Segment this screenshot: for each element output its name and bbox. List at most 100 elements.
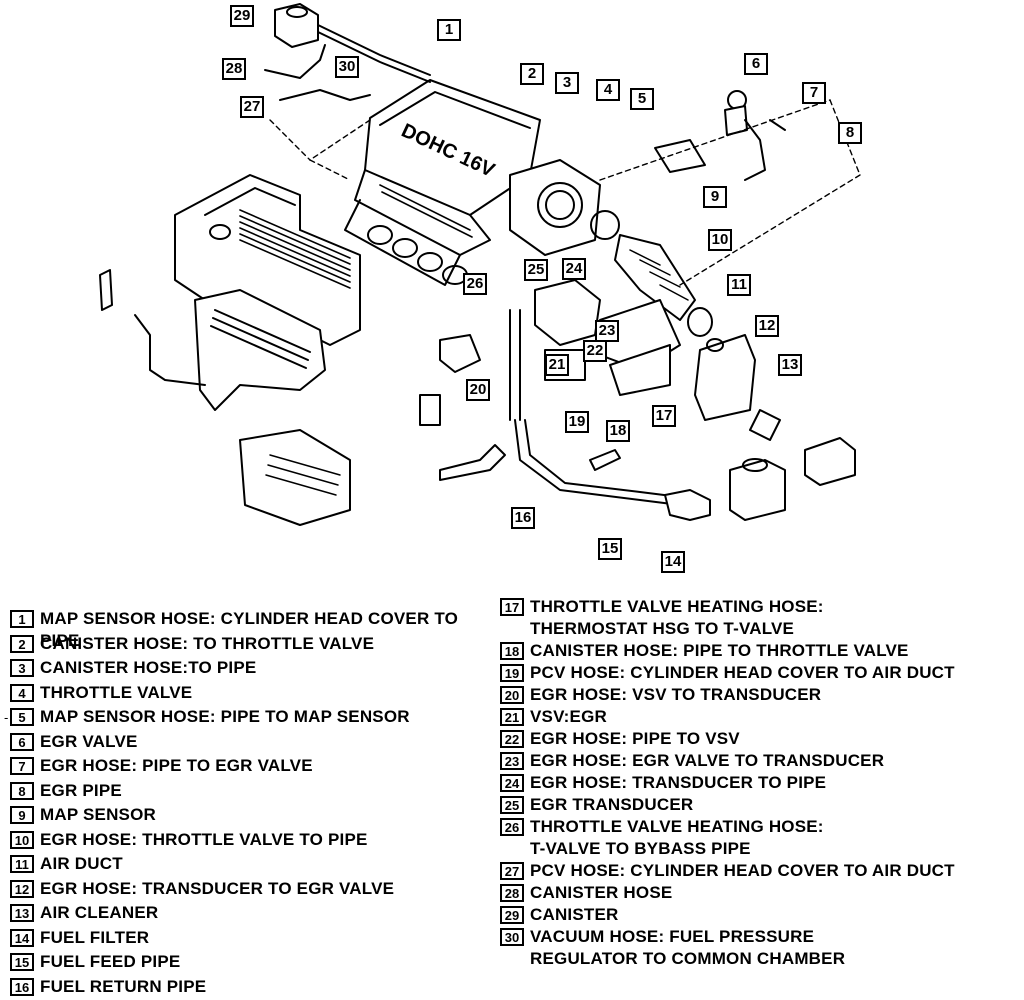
- legend-item: 17 THROTTLE VALVE HEATING HOSE: THERMOSTA…: [500, 596, 1020, 640]
- legend-number-box: 3: [10, 659, 34, 677]
- legend-item: 24 EGR HOSE: TRANSDUCER TO PIPE: [500, 772, 1020, 794]
- callout-15: 15: [598, 538, 622, 560]
- legend-text: AIR DUCT: [40, 853, 123, 875]
- callout-28: 28: [222, 58, 246, 80]
- callout-6: 6: [744, 53, 768, 75]
- legend-item: 8 EGR PIPE: [10, 780, 500, 805]
- legend-number-box: 23: [500, 752, 524, 770]
- callout-13: 13: [778, 354, 802, 376]
- legend-text: VSV:EGR: [530, 706, 607, 728]
- canister-hose: [265, 45, 325, 78]
- legend-number-box: 12: [10, 880, 34, 898]
- legend-text: CANISTER HOSE:TO PIPE: [40, 657, 256, 679]
- egr-valve-part: [725, 91, 785, 180]
- legend-number-box: 6: [10, 733, 34, 751]
- legend-text: CANISTER HOSE: [530, 882, 672, 904]
- legend-item: 19 PCV HOSE: CYLINDER HEAD COVER TO AIR D…: [500, 662, 1020, 684]
- legend-number-box: 29: [500, 906, 524, 924]
- callout-30: 30: [335, 56, 359, 78]
- callout-17: 17: [652, 405, 676, 427]
- legend-text: EGR TRANSDUCER: [530, 794, 693, 816]
- legend-text: PCV HOSE: CYLINDER HEAD COVER TO AIR DUC…: [530, 860, 955, 882]
- legend-text: CANISTER HOSE: TO THROTTLE VALVE: [40, 633, 374, 655]
- legend-number-box: 15: [10, 953, 34, 971]
- legend-text: EGR HOSE: TRANSDUCER TO PIPE: [530, 772, 826, 794]
- legend-item: 10 EGR HOSE: THROTTLE VALVE TO PIPE: [10, 829, 500, 854]
- legend-item: 22 EGR HOSE: PIPE TO VSV: [500, 728, 1020, 750]
- legend-text: EGR HOSE: THROTTLE VALVE TO PIPE: [40, 829, 368, 851]
- legend-number-box: 11: [10, 855, 34, 873]
- legend-number-box: 5: [10, 708, 34, 726]
- callout-21: 21: [545, 354, 569, 376]
- legend-number-box: 26: [500, 818, 524, 836]
- legend-number-box: 24: [500, 774, 524, 792]
- legend-number-box: 1: [10, 610, 34, 628]
- legend-item: 21 VSV:EGR: [500, 706, 1020, 728]
- callout-11: 11: [727, 274, 751, 296]
- legend-item: 29 CANISTER: [500, 904, 1020, 926]
- legend-number-box: 25: [500, 796, 524, 814]
- legend-item: 16 FUEL RETURN PIPE: [10, 976, 500, 1000]
- legend-text: CANISTER HOSE: PIPE TO THROTTLE VALVE: [530, 640, 909, 662]
- legend-text: FUEL RETURN PIPE: [40, 976, 206, 998]
- legend-number-box: 14: [10, 929, 34, 947]
- legend-number-box: 19: [500, 664, 524, 682]
- air-cleaner: [695, 335, 755, 420]
- callout-24: 24: [562, 258, 586, 280]
- legend-text: EGR HOSE: VSV TO TRANSDUCER: [530, 684, 821, 706]
- legend-text: EGR PIPE: [40, 780, 122, 802]
- callout-23: 23: [595, 320, 619, 342]
- stray-mark: -: [4, 710, 8, 725]
- legend-text: THROTTLE VALVE HEATING HOSE: THERMOSTAT …: [530, 596, 824, 640]
- legend-number-box: 30: [500, 928, 524, 946]
- throttle-body: [510, 160, 619, 255]
- callout-18: 18: [606, 420, 630, 442]
- legend-item: 4 THROTTLE VALVE: [10, 682, 500, 707]
- legend-text: EGR HOSE: PIPE TO VSV: [530, 728, 740, 750]
- callout-29: 29: [230, 5, 254, 27]
- legend-text: PCV HOSE: CYLINDER HEAD COVER TO AIR DUC…: [530, 662, 955, 684]
- callout-19: 19: [565, 411, 589, 433]
- legend-number-box: 10: [10, 831, 34, 849]
- legend-number-box: 21: [500, 708, 524, 726]
- legend-item: 7 EGR HOSE: PIPE TO EGR VALVE: [10, 755, 500, 780]
- legend-text: EGR HOSE: PIPE TO EGR VALVE: [40, 755, 313, 777]
- callout-1: 1: [437, 19, 461, 41]
- map-sensor-part: [655, 140, 705, 172]
- callout-14: 14: [661, 551, 685, 573]
- legend-number-box: 17: [500, 598, 524, 616]
- intake-plenum: [175, 175, 360, 410]
- legend-text: THROTTLE VALVE: [40, 682, 192, 704]
- legend-text: MAP SENSOR: [40, 804, 156, 826]
- legend-right-column: 17 THROTTLE VALVE HEATING HOSE: THERMOSTA…: [500, 596, 1020, 970]
- legend-text: CANISTER: [530, 904, 619, 926]
- callout-7: 7: [802, 82, 826, 104]
- legend-number-box: 20: [500, 686, 524, 704]
- callout-27: 27: [240, 96, 264, 118]
- legend-number-box: 16: [10, 978, 34, 996]
- legend-number-box: 7: [10, 757, 34, 775]
- callout-2: 2: [520, 63, 544, 85]
- legend-number-box: 8: [10, 782, 34, 800]
- legend-number-box: 22: [500, 730, 524, 748]
- legend-number-box: 2: [10, 635, 34, 653]
- callout-26: 26: [463, 273, 487, 295]
- callout-8: 8: [838, 122, 862, 144]
- callout-5: 5: [630, 88, 654, 110]
- legend-item: 11 AIR DUCT: [10, 853, 500, 878]
- legend-text: EGR HOSE: EGR VALVE TO TRANSDUCER: [530, 750, 884, 772]
- legend-item: 20 EGR HOSE: VSV TO TRANSDUCER: [500, 684, 1020, 706]
- legend-number-box: 4: [10, 684, 34, 702]
